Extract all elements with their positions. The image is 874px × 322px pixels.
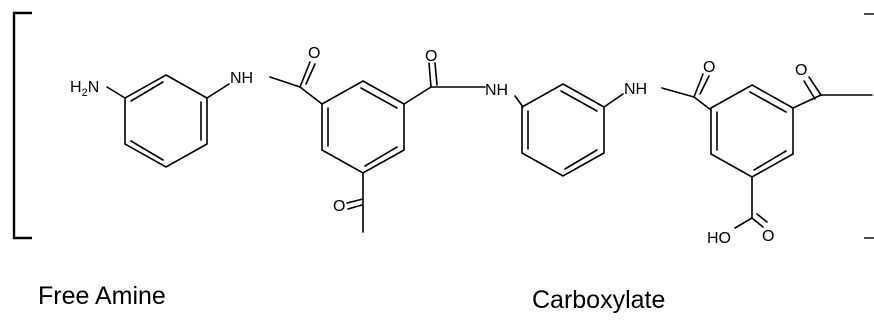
ring-aminophenyl [124,74,208,168]
carbonyl-oxygen-1: O [308,45,320,62]
ring-phenylenediamine [521,83,605,177]
amine-group-bond [106,86,126,99]
hydroxyl-label: HO [707,230,731,247]
ring-isophthaloyl-1 [321,80,405,174]
acetyl-group-1 [346,172,364,233]
free-amine-caption: Free Amine [38,282,166,310]
carboxylate-caption: Carboxylate [532,286,666,314]
acetyl-oxygen-1: O [333,198,345,215]
carbonyl-oxygen-3: O [703,59,715,76]
right-bracket [864,13,874,239]
acetyl-oxygen-2: O [795,62,807,79]
amide-2-bonds [403,62,524,108]
amide-3-bonds [603,73,712,111]
carboxyl-oxygen: O [762,228,774,245]
carbonyl-oxygen-2: O [425,48,437,65]
amine-label: H2N [70,79,99,99]
left-bracket [12,11,32,240]
nh-label-3: NH [624,81,647,98]
acetyl-group-2 [792,76,873,109]
amide-1-bonds [206,61,323,105]
nh-label-1: NH [230,70,253,87]
ring-isophthaloyl-2 [710,84,794,178]
carboxylic-acid-bonds [734,176,768,229]
nh-label-2: NH [485,82,508,99]
